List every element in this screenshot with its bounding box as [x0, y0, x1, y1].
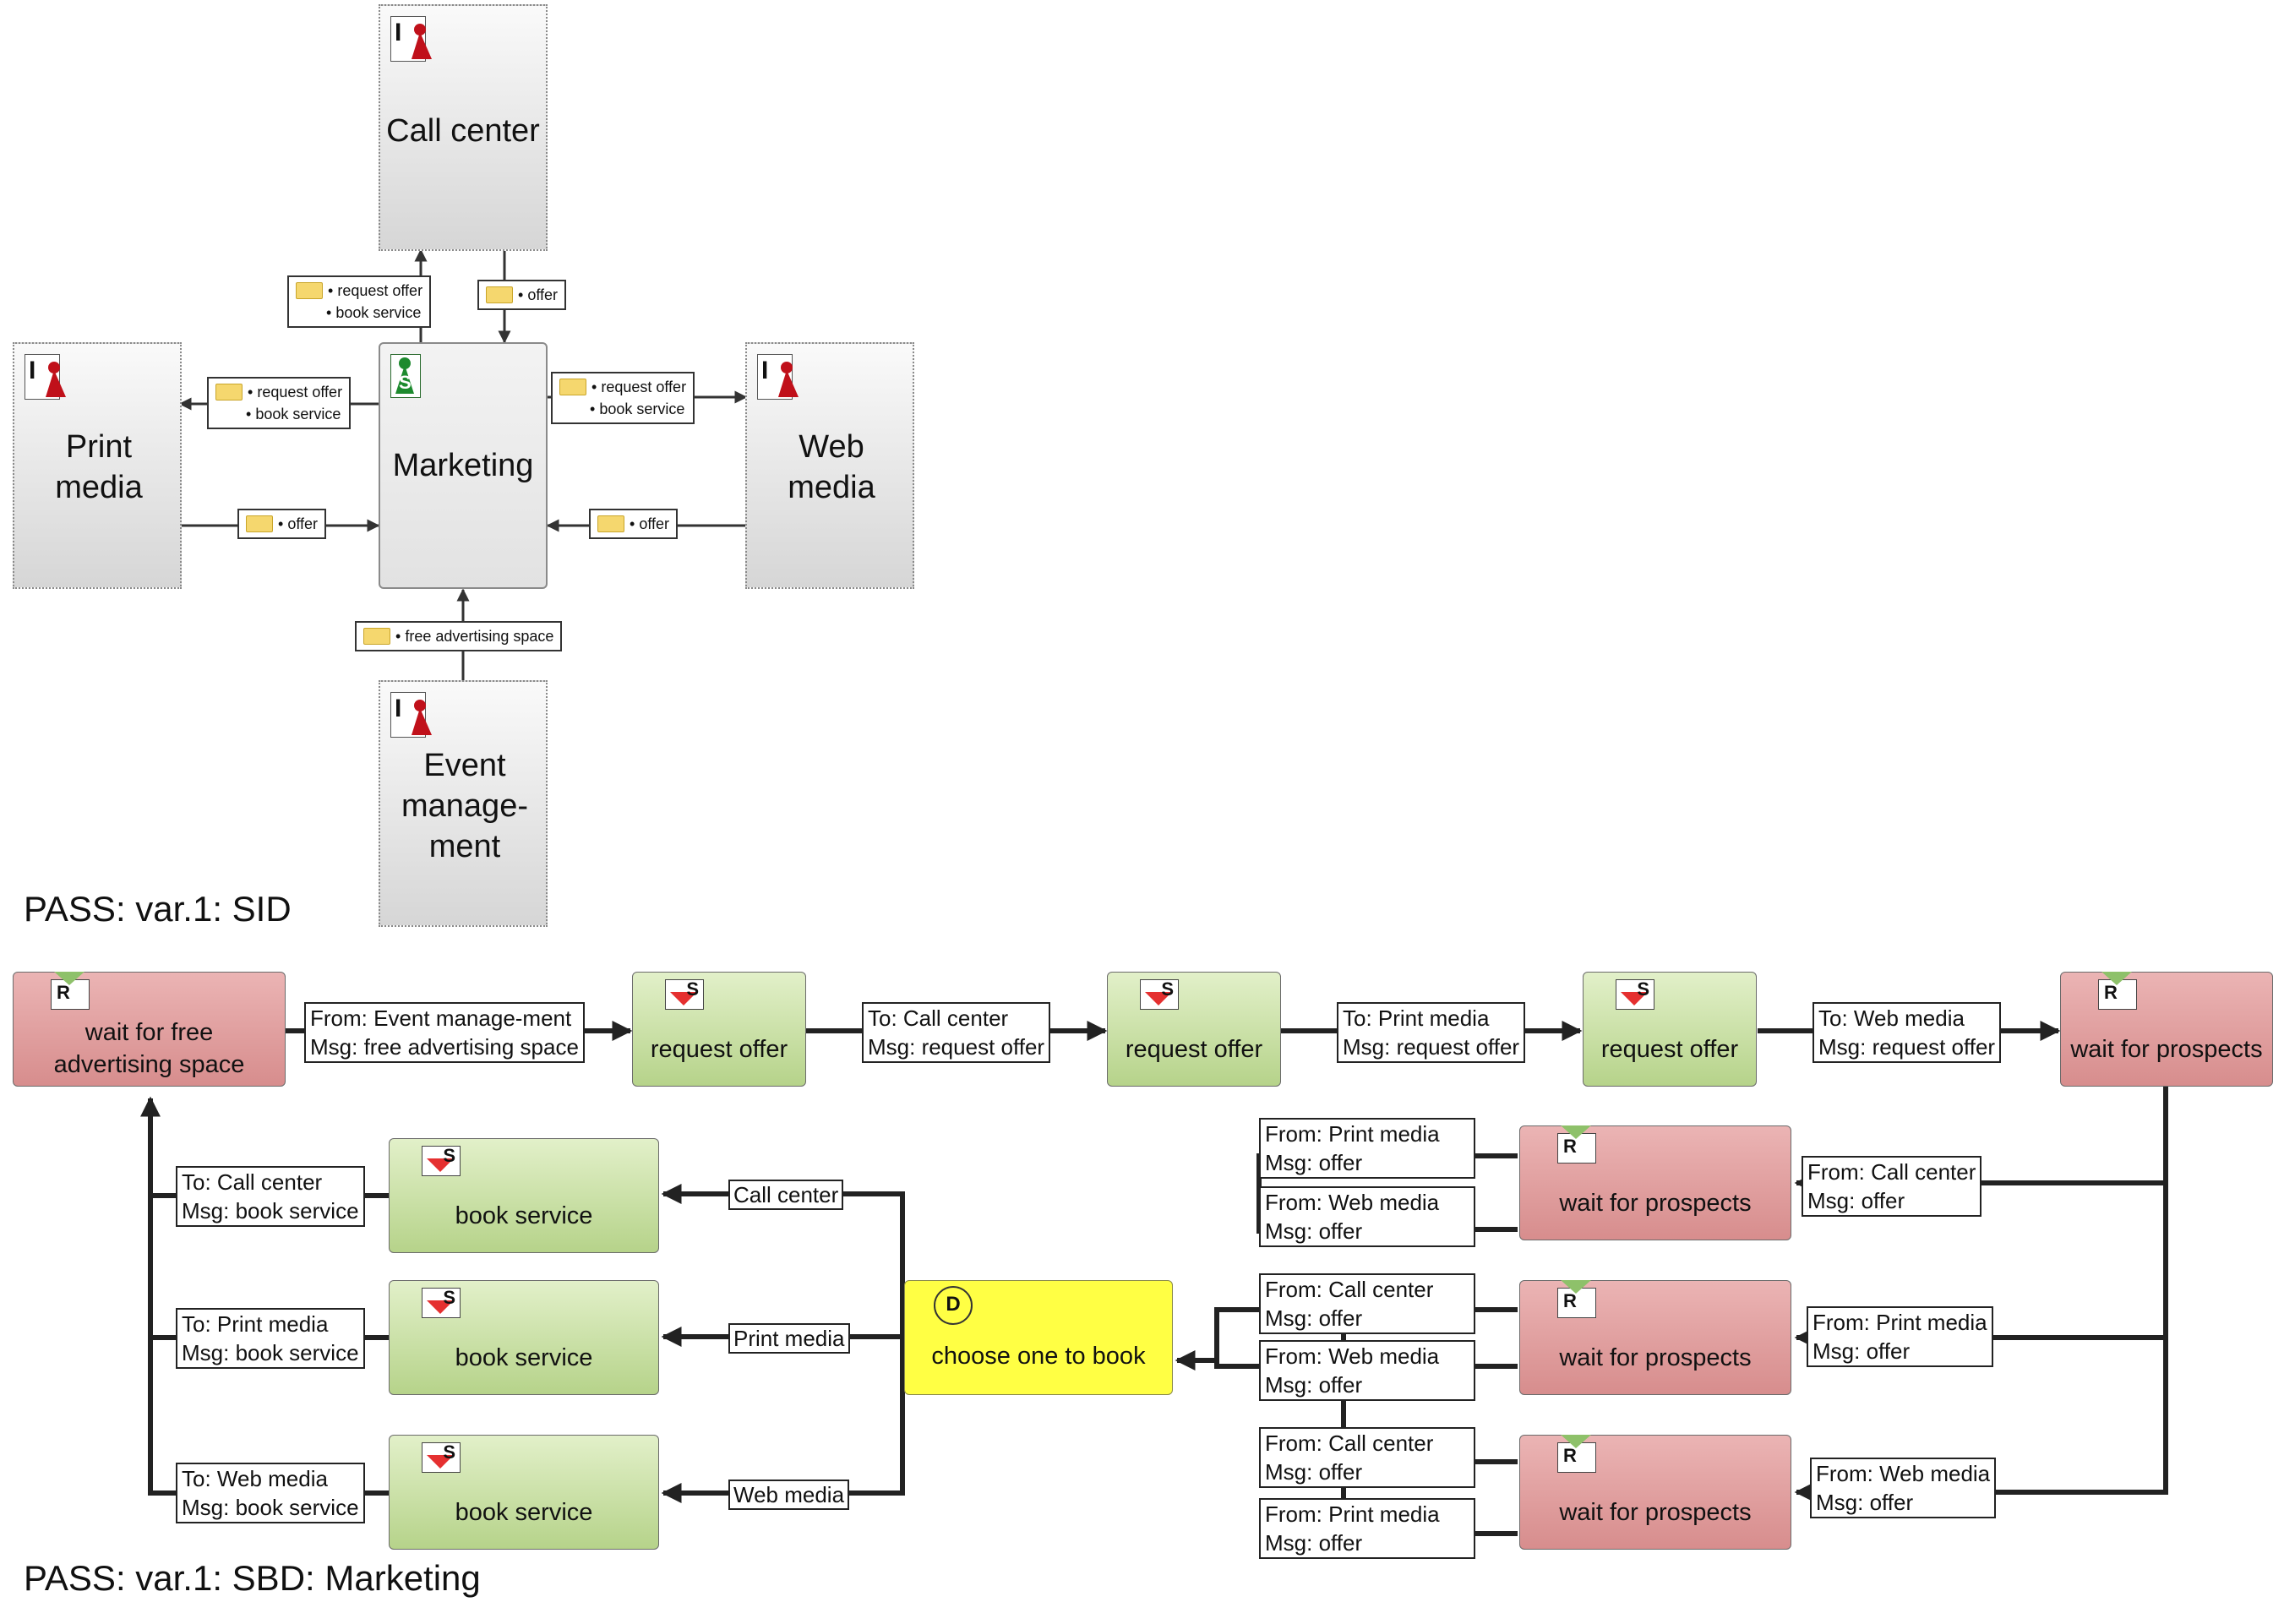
subject-marketing[interactable]: S Marketing [379, 342, 548, 589]
send-state-icon: S [665, 978, 704, 1010]
message-envelope-icon [597, 515, 624, 532]
receive-state-icon: R [1557, 1125, 1596, 1164]
message-envelope-icon [246, 515, 273, 532]
interface-subject-icon: I [390, 16, 432, 62]
message-label-from-event-management: • free advertising space [355, 621, 563, 651]
sbd-edge [661, 1184, 905, 1343]
interface-subject-icon: I [757, 354, 799, 400]
transition-label: Print media [728, 1323, 850, 1354]
state-label: wait for prospects [1559, 1190, 1752, 1217]
subject-event-management[interactable]: I Event manage-ment [379, 680, 548, 927]
send-state-icon: S [422, 1441, 461, 1473]
receive-state-icon: R [2098, 972, 2137, 1010]
state-book-service-web-media[interactable]: S book service [389, 1435, 659, 1550]
state-book-service-print-media[interactable]: S book service [389, 1280, 659, 1395]
message-label-from-web-media: • offer [589, 509, 679, 539]
subject-name: Marketing [392, 448, 534, 483]
state-label: request offer [1600, 1036, 1739, 1063]
state-wait-free-advertising-space[interactable]: R wait for free advertising space [13, 972, 286, 1087]
sid-caption: PASS: var.1: SID [24, 889, 292, 929]
state-request-offer-call-center[interactable]: S request offer [632, 972, 806, 1087]
state-label: book service [455, 1202, 593, 1229]
state-request-offer-print-media[interactable]: S request offer [1107, 972, 1281, 1087]
transition-label: Web media [728, 1480, 850, 1510]
subject-call-center[interactable]: I Call center [379, 4, 548, 251]
start-subject-icon: S [390, 354, 421, 398]
message-envelope-icon [215, 384, 243, 401]
subject-name: Web media [788, 429, 875, 505]
state-label: wait for prospects [1559, 1499, 1752, 1526]
state-wait-for-prospects[interactable]: R wait for prospects [2060, 972, 2273, 1087]
send-state-icon: S [1616, 978, 1654, 1010]
state-label: book service [455, 1499, 593, 1526]
state-wait-for-prospects-1[interactable]: R wait for prospects [1519, 1125, 1791, 1240]
sbd-edge [661, 1343, 905, 1503]
message-envelope-icon [559, 379, 586, 395]
subject-print-media[interactable]: I Print media [13, 342, 182, 589]
send-state-icon: S [422, 1145, 461, 1176]
state-choose-one-to-book[interactable]: D choose one to book [904, 1280, 1173, 1395]
subject-name: Print media [55, 429, 143, 505]
sbd-caption: PASS: var.1: SBD: Marketing [24, 1558, 481, 1598]
message-envelope-icon [296, 282, 323, 299]
interface-subject-icon: I [25, 354, 66, 400]
state-label: wait for prospects [2070, 1036, 2263, 1063]
state-label: wait for free advertising space [53, 1019, 245, 1078]
send-state-icon: S [422, 1287, 461, 1318]
message-envelope-icon [486, 286, 513, 303]
state-label: book service [455, 1344, 593, 1371]
receive-state-icon: R [1557, 1280, 1596, 1318]
message-envelope-icon [363, 628, 390, 645]
subject-web-media[interactable]: I Web media [745, 342, 914, 589]
decision-icon: D [934, 1286, 973, 1325]
message-label-to-web-media: • request offer • book service [551, 372, 695, 424]
receive-state-icon: R [1557, 1435, 1596, 1473]
state-book-service-call-center[interactable]: S book service [389, 1138, 659, 1253]
state-wait-for-prospects-3[interactable]: R wait for prospects [1519, 1435, 1791, 1550]
state-label: choose one to book [931, 1343, 1146, 1370]
receive-state-icon: R [51, 972, 90, 1010]
subject-name: Event manage-ment [401, 748, 528, 864]
interface-subject-icon: I [390, 692, 432, 738]
message-label-from-call-center: • offer [477, 280, 567, 310]
state-request-offer-web-media[interactable]: S request offer [1583, 972, 1757, 1087]
subject-name: Call center [386, 113, 540, 149]
message-label-from-print-media: • offer [237, 509, 327, 539]
transition-label: Call center [728, 1180, 844, 1210]
state-label: request offer [1125, 1036, 1263, 1063]
state-label: wait for prospects [1559, 1344, 1752, 1371]
message-label-to-print-media: • request offer • book service [207, 377, 352, 429]
send-state-icon: S [1140, 978, 1179, 1010]
state-label: request offer [650, 1036, 788, 1063]
message-label-to-call-center: • request offer • book service [287, 275, 432, 328]
state-wait-for-prospects-2[interactable]: R wait for prospects [1519, 1280, 1791, 1395]
